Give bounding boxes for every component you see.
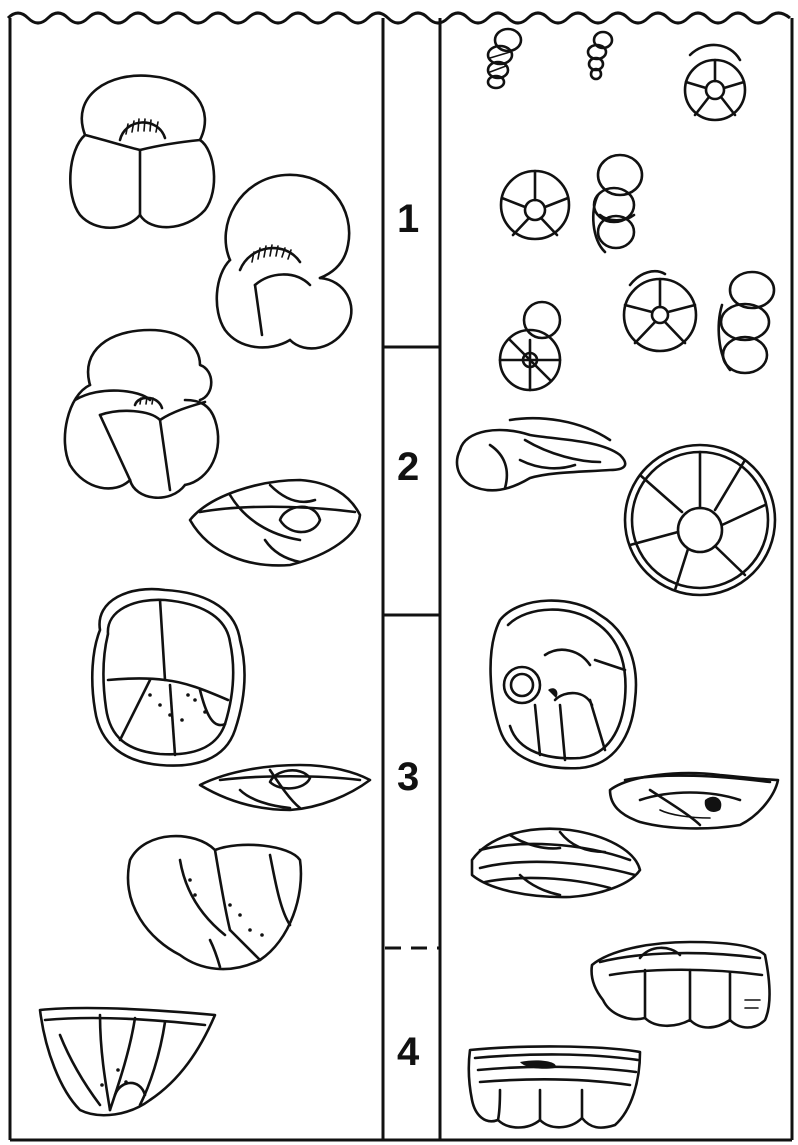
right-fossil-trochospiral-side-2 <box>610 773 778 828</box>
right-fossil-biserial-side-2 <box>719 272 774 373</box>
left-fossil-globorotalia-2 <box>128 836 301 969</box>
left-fossil-globigerinid-1 <box>70 76 214 228</box>
right-fossil-conical-side-2 <box>469 1046 640 1127</box>
left-fossil-trochospiral-side-1 <box>190 480 360 565</box>
right-fossil-rosette-3 <box>500 302 560 390</box>
zone-label-3: 3 <box>397 755 419 799</box>
zone-label-1: 1 <box>397 197 419 241</box>
right-fossil-trochospiral-side-3 <box>472 829 640 897</box>
left-fossil-conical-side-1 <box>40 1008 215 1115</box>
right-fossil-biserial-side-1 <box>593 155 642 252</box>
zone-label-4: 4 <box>397 1030 420 1074</box>
wavy-top-border <box>8 13 790 23</box>
right-fossil-small-rosette-1 <box>685 45 745 120</box>
right-fossil-trochospiral-side-1 <box>457 418 625 490</box>
left-fossil-globigerinid-2 <box>217 175 352 349</box>
right-fossil-small-triserial-1 <box>488 29 521 88</box>
left-fossil-globigerinid-3 <box>65 330 218 498</box>
right-fossil-rosette-4 <box>624 271 696 351</box>
right-fossil-globorotalia-spiral-1 <box>625 445 775 595</box>
left-fossil-globorotalia-spiral-1 <box>92 589 244 766</box>
zone-label-2: 2 <box>397 445 419 489</box>
right-fossil-conical-side-1 <box>592 942 770 1028</box>
right-fossil-small-triserial-2 <box>588 32 612 79</box>
left-fossil-trochospiral-side-2 <box>200 765 370 810</box>
right-fossil-rosette-2 <box>501 171 569 239</box>
right-fossil-globorotalia-spiral-2 <box>491 601 636 769</box>
